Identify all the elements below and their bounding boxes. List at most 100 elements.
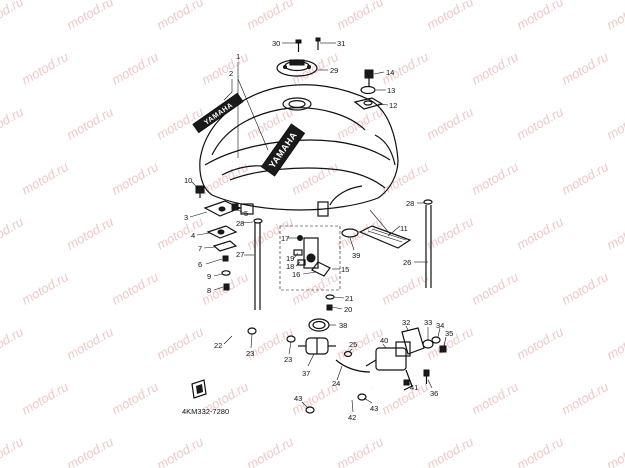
watermark-text: motod.ru (19, 269, 71, 308)
callout-labels: 1 2 3 4 5 6 7 8 9 10 11 12 13 14 15 16 1… (184, 39, 453, 422)
callout-20: 20 (344, 305, 352, 314)
callout-18: 18 (286, 262, 294, 271)
watermark-text: motod.ru (604, 104, 625, 143)
callout-37: 37 (302, 369, 310, 378)
bolt-8 (223, 283, 230, 291)
watermark-text: motod.ru (379, 159, 431, 198)
callout-41: 41 (410, 383, 418, 392)
band-38 (308, 318, 330, 332)
callout-1: 1 (236, 52, 240, 61)
fuel-pump-40 (365, 341, 413, 391)
callout-43a: 43 (294, 394, 302, 403)
collar-7 (212, 240, 238, 252)
leader-lines (189, 42, 447, 413)
screw-35 (439, 345, 447, 353)
callout-40: 40 (380, 336, 388, 345)
callout-27: 27 (236, 250, 244, 259)
watermark-text: motod.ru (559, 269, 611, 308)
callout-35: 35 (445, 329, 453, 338)
callout-26: 26 (403, 258, 411, 267)
watermark-text: motod.ru (469, 269, 521, 308)
callout-22: 22 (214, 341, 222, 350)
callout-30: 30 (272, 39, 280, 48)
watermark-text: motod.ru (514, 0, 566, 33)
bolt-31 (315, 37, 321, 50)
bolt-6 (222, 255, 229, 262)
clip-23-left (247, 327, 257, 335)
callout-24: 24 (332, 379, 340, 388)
watermark-text: motod.ru (514, 104, 566, 143)
callout-23b: 23 (284, 355, 292, 364)
callout-13: 13 (387, 86, 395, 95)
callout-12: 12 (389, 101, 397, 110)
watermark-text: motod.ru (0, 0, 26, 33)
watermark-text: motod.ru (64, 324, 116, 363)
damper-4 (206, 225, 238, 239)
callout-10: 10 (184, 176, 192, 185)
watermark-text: motod.ru (109, 49, 161, 88)
watermark-text: motod.ru (559, 49, 611, 88)
callout-34: 34 (436, 321, 444, 330)
bracket-12 (353, 97, 384, 110)
callout-31: 31 (337, 39, 345, 48)
watermark-text: motod.ru (244, 434, 296, 468)
callout-2: 2 (229, 69, 233, 78)
bolt-41 (403, 379, 410, 386)
diagram-code: 4KM332-7280 (182, 407, 229, 416)
watermark-text: motod.ru (0, 434, 26, 468)
callout-36: 36 (430, 389, 438, 398)
callout-15: 15 (341, 265, 349, 274)
watermark-text: motod.ru (154, 434, 206, 468)
hose-24 (335, 359, 371, 373)
watermark-text: motod.ru (604, 324, 625, 363)
bolt-14 (364, 69, 374, 86)
watermark-text: motod.ru (514, 434, 566, 468)
fuel-cock-assembly (279, 225, 341, 291)
bracket-3 (203, 200, 242, 217)
callout-39: 39 (352, 251, 360, 260)
watermark-text: motod.ru (19, 49, 71, 88)
clip-25 (343, 350, 353, 358)
hose-26 (425, 205, 432, 288)
clip-43-right (357, 393, 367, 401)
callout-32: 32 (402, 318, 410, 327)
filler-cap (276, 59, 318, 77)
watermark-text: motod.ru (559, 159, 611, 198)
bolt-5 (231, 203, 239, 211)
callout-8: 8 (207, 286, 211, 295)
bolt-10 (195, 185, 205, 198)
watermark-text: motod.ru (604, 0, 625, 33)
watermark-text: motod.ru (514, 324, 566, 363)
callout-25: 25 (349, 340, 357, 349)
watermark-text: motod.ru (64, 214, 116, 253)
callout-11: 11 (400, 224, 408, 233)
callout-6: 6 (198, 260, 202, 269)
watermark-text: motod.ru (0, 324, 26, 363)
fuel-filter-37 (298, 337, 336, 355)
washer-9 (221, 270, 231, 276)
watermark-text: motod.ru (109, 159, 161, 198)
watermark-text: motod.ru (334, 0, 386, 33)
watermark-text: motod.ru (604, 214, 625, 253)
callout-7: 7 (198, 244, 202, 253)
watermark-text: motod.ru (244, 0, 296, 33)
washer-13 (360, 85, 376, 95)
watermark-text: motod.ru (469, 159, 521, 198)
watermark-text: motod.ru (64, 434, 116, 468)
callout-14: 14 (386, 68, 394, 77)
watermark-text: motod.ru (199, 49, 251, 88)
watermark-text: motod.ru (0, 214, 26, 253)
callout-38: 38 (339, 321, 347, 330)
watermark-text: motod.ru (604, 434, 625, 468)
callout-42: 42 (348, 413, 356, 422)
watermark-text: motod.ru (64, 0, 116, 33)
watermark-text: motod.ru (514, 214, 566, 253)
callout-33: 33 (424, 318, 432, 327)
callout-43b: 43 (370, 404, 378, 413)
callout-16: 16 (292, 270, 300, 279)
hose-27 (254, 222, 261, 310)
callout-19: 19 (286, 254, 294, 263)
fuel-tank (199, 84, 399, 217)
